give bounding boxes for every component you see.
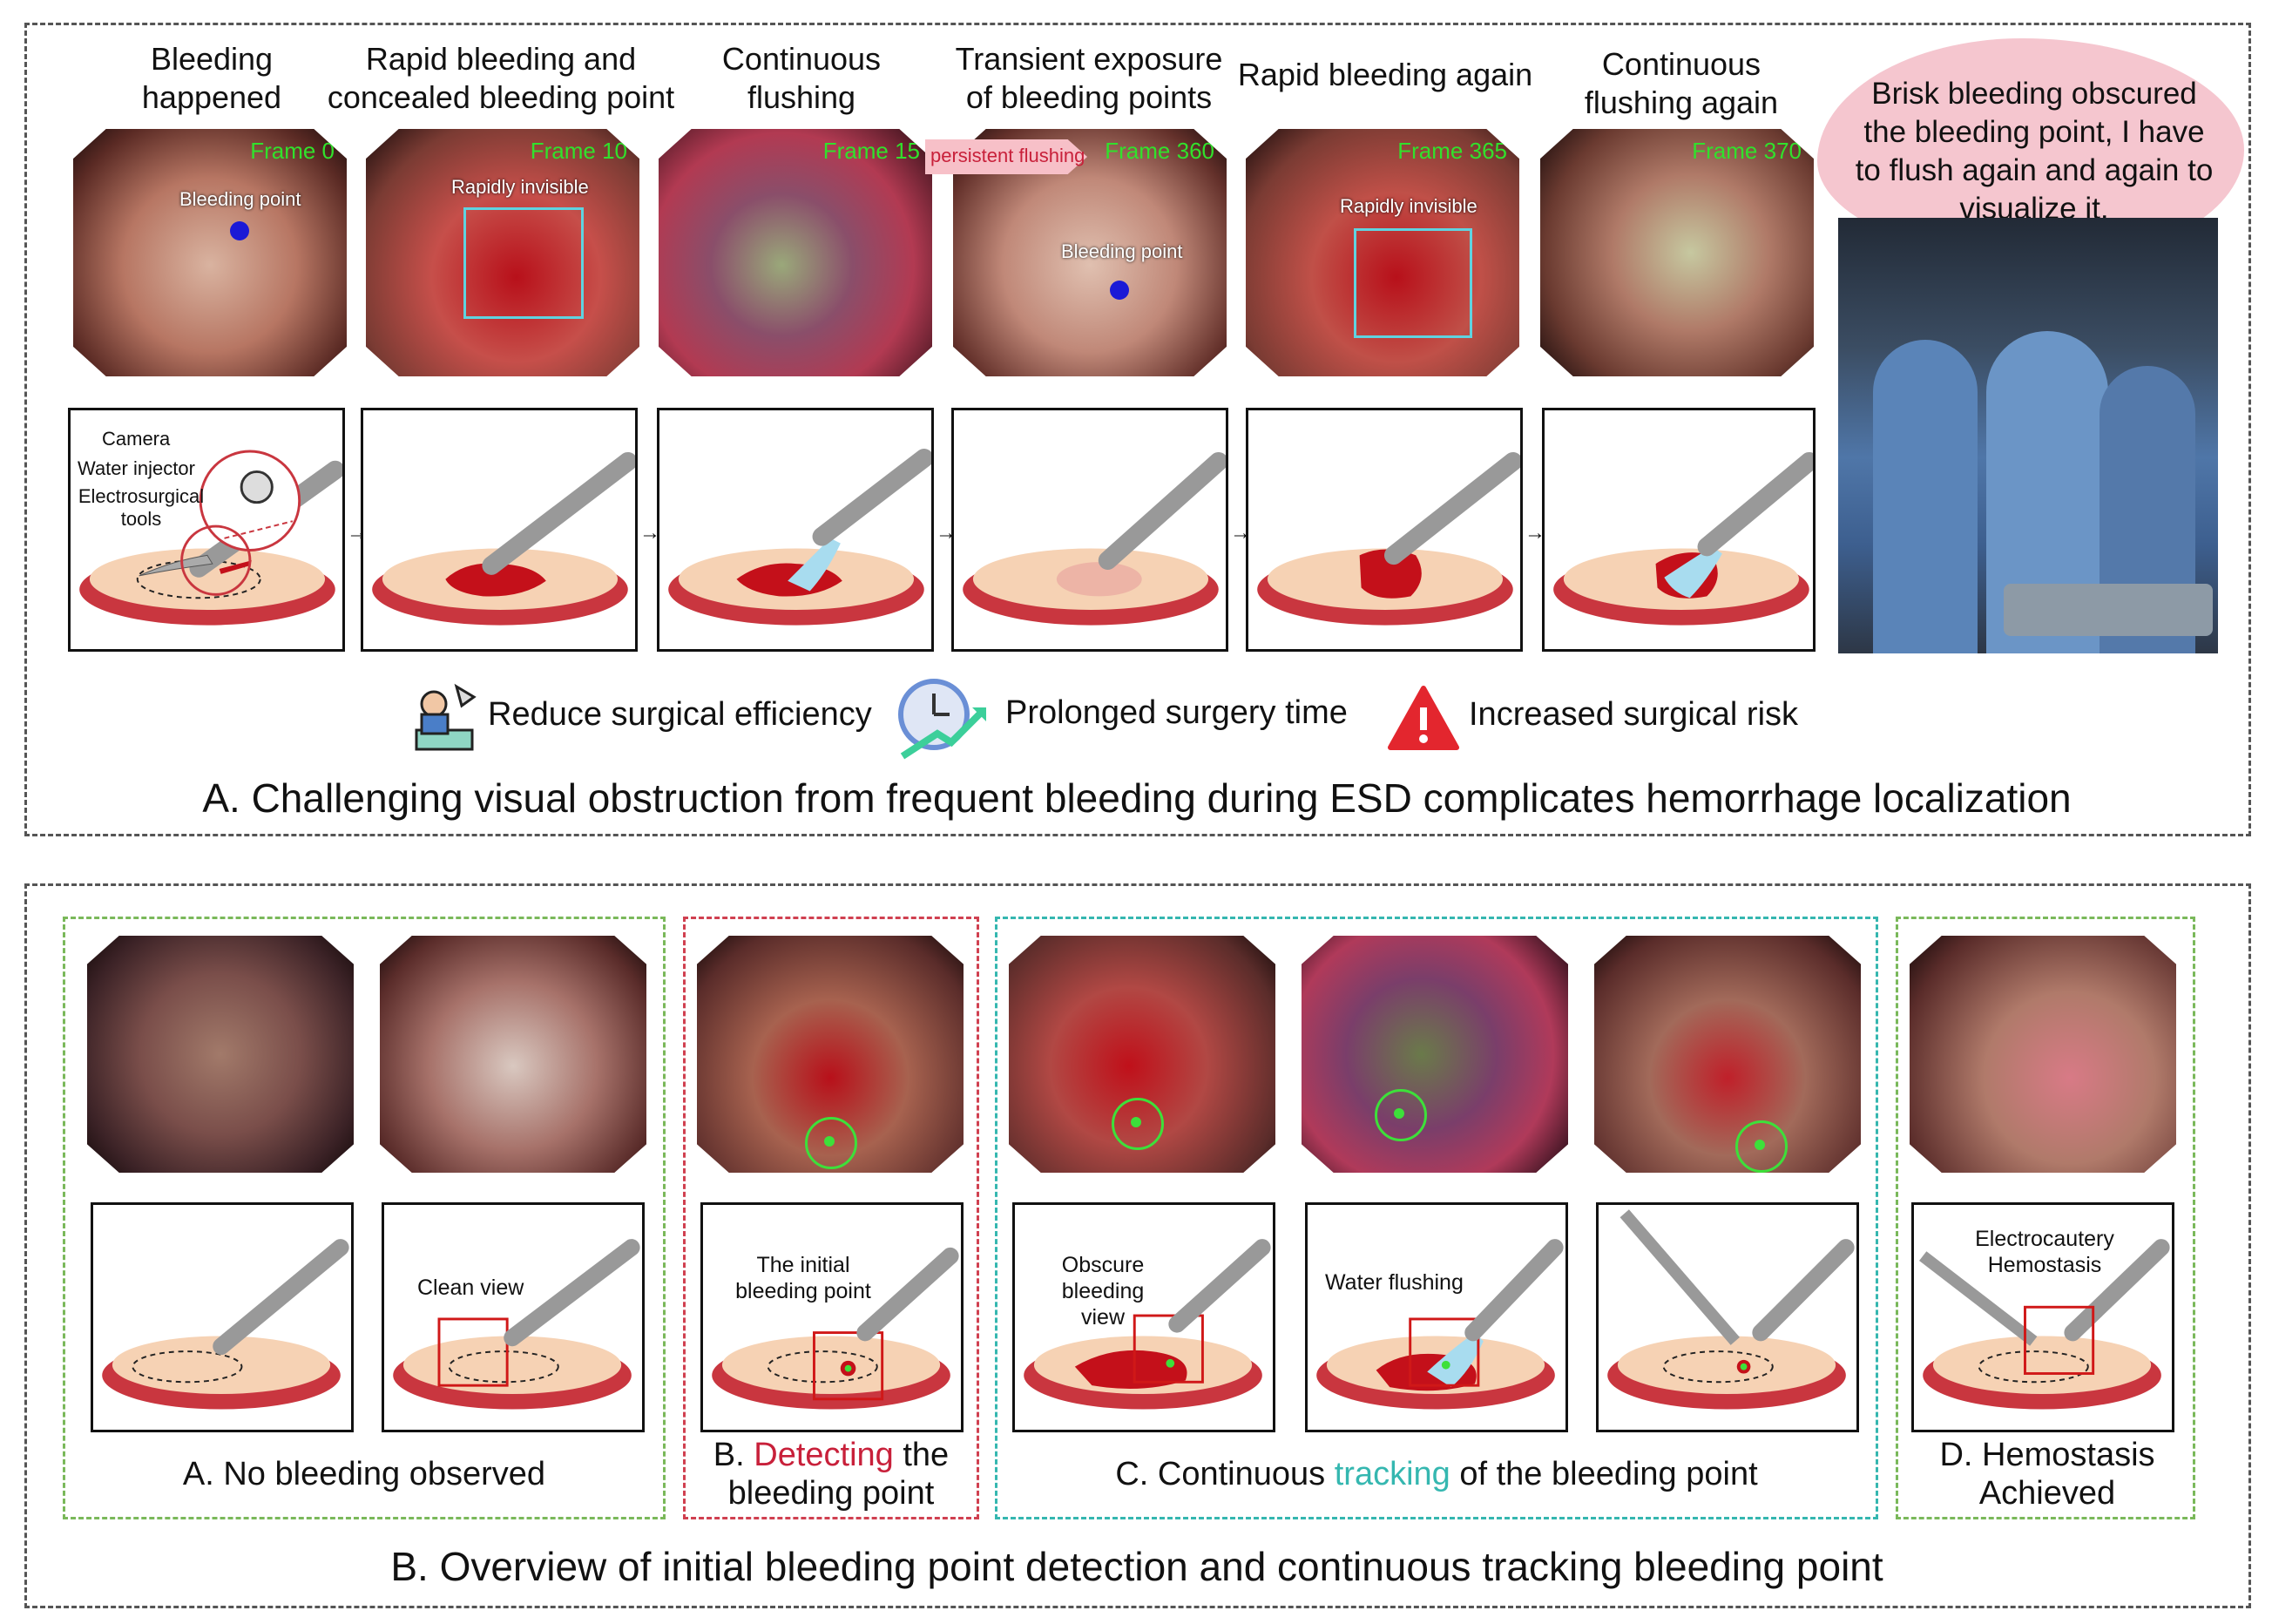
legend-risk: Increased surgical risk (1469, 696, 1799, 733)
invisible-label: Rapidly invisible (451, 176, 589, 198)
schematic-b3: The initial bleeding point (700, 1202, 964, 1432)
schematic-a2 (361, 408, 638, 652)
endoscopic-frame-0: Frame 0 Bleeding point (73, 129, 347, 376)
schematic-a4 (951, 408, 1228, 652)
flushing-arrow (925, 139, 1087, 174)
clock-trend-icon (896, 673, 991, 763)
header-1: Bleeding happened (141, 41, 282, 115)
concealed-region-box (1354, 228, 1472, 338)
endoscopic-frame-10: Frame 10 Rapidly invisible (366, 129, 639, 376)
endoscopic-b6 (1594, 936, 1861, 1173)
flushing-arrow-label: persistent flushing (930, 145, 1085, 166)
endoscopic-b1 (87, 936, 354, 1173)
water-injector-label: Water injector (78, 457, 195, 479)
bleeding-point-marker (230, 221, 249, 240)
schematic-b5: Water flushing (1305, 1202, 1568, 1432)
endoscopic-b5 (1302, 936, 1568, 1173)
schematic-b6 (1596, 1202, 1859, 1432)
bleeding-point-label: Bleeding point (1061, 240, 1183, 262)
schematic-a6 (1542, 408, 1816, 652)
warning-icon (1387, 685, 1460, 751)
endoscopic-frame-370: Frame 370 (1540, 129, 1814, 376)
obscure-view-label: Obscure bleeding view (1061, 1253, 1145, 1330)
legend-time: Prolonged surgery time (1005, 694, 1348, 731)
schematic-b2: Clean view (382, 1202, 645, 1432)
subpanel-hemostasis (1896, 917, 2195, 1519)
panel-a (24, 23, 2251, 836)
clean-view-label: Clean view (417, 1276, 524, 1300)
legend-efficiency: Reduce surgical efficiency (488, 696, 872, 733)
schematic-a5 (1246, 408, 1523, 652)
surgeon-fatigue-icon (408, 680, 481, 753)
schematic-a3 (657, 408, 934, 652)
frame-label: Frame 360 (1105, 138, 1214, 164)
invisible-label: Rapidly invisible (1340, 195, 1477, 217)
instrument-tray (2004, 584, 2213, 636)
panel-b-caption: B. Overview of initial bleeding point de… (390, 1544, 1883, 1589)
concealed-region-box (463, 207, 584, 319)
subpanel-detecting (683, 917, 979, 1519)
frame-label: Frame 15 (822, 138, 920, 164)
header-6: Continuous flushing again (1584, 46, 1779, 120)
caption-detecting-prefix: B. (713, 1437, 754, 1473)
caption-hemostasis: D. Hemostasis Achieved (1939, 1437, 2155, 1512)
frame-label: Frame 370 (1692, 138, 1802, 164)
schematic-b1 (91, 1202, 354, 1432)
caption-detecting-suffix: the bleeding point (727, 1437, 950, 1512)
tracking-marker (1375, 1089, 1427, 1141)
camera-label: Camera (102, 428, 171, 450)
surgeon-figure (1873, 340, 1978, 653)
caption-tracking: C. Continuous tracking of the bleeding p… (995, 1455, 1878, 1493)
schematic-b7: Electrocautery Hemostasis (1911, 1202, 2174, 1432)
subpanel-tracking (995, 917, 1878, 1519)
endoscopic-b2 (380, 936, 646, 1173)
hemostasis-label: Electrocautery Hemostasis (1975, 1227, 2114, 1277)
bleeding-point-label: Bleeding point (179, 188, 301, 210)
electrosurgical-label: Electrosurgical tools (78, 485, 205, 530)
endoscopic-b4 (1009, 936, 1275, 1173)
tracking-marker (1112, 1098, 1164, 1150)
initial-point-label: The initial bleeding point (735, 1253, 871, 1303)
subpanel-no-bleeding (63, 917, 666, 1519)
caption-detecting-highlight: Detecting (754, 1437, 894, 1473)
panel-a-caption: A. Challenging visual obstruction from f… (202, 775, 2072, 821)
schematic-b4: Obscure bleeding view (1012, 1202, 1275, 1432)
caption-tracking-highlight: tracking (1334, 1456, 1450, 1492)
bleeding-point-marker (1110, 281, 1129, 300)
endoscopic-b7 (1910, 936, 2176, 1173)
thought-text: Brisk bleeding obscured the bleeding poi… (1855, 77, 2214, 226)
caption-tracking-prefix: C. Continuous (1115, 1456, 1335, 1492)
header-3: Continuous flushing (721, 41, 882, 115)
frame-label: Frame 0 (250, 138, 335, 164)
caption-detecting: B. Detecting the bleeding point (683, 1436, 979, 1512)
endoscopic-frame-360: Frame 360 Bleeding point (953, 129, 1227, 376)
header-5: Rapid bleeding again (1237, 57, 1533, 92)
tracking-marker (1735, 1120, 1788, 1173)
header-4: Transient exposure of bleeding points (955, 41, 1223, 115)
water-flushing-label: Water flushing (1325, 1270, 1464, 1295)
endoscopic-frame-365: Frame 365 Rapidly invisible (1246, 129, 1519, 376)
endoscopic-b3 (697, 936, 964, 1173)
detection-marker (805, 1117, 857, 1169)
panel-b (24, 883, 2251, 1608)
caption-tracking-suffix: of the bleeding point (1450, 1456, 1758, 1492)
frame-label: Frame 365 (1397, 138, 1507, 164)
operating-room-photo (1838, 218, 2218, 653)
endoscopic-frame-15: Frame 15 (659, 129, 932, 376)
schematic-a1: Camera Water injector Electrosurgical to… (68, 408, 345, 652)
frame-label: Frame 10 (530, 138, 627, 164)
caption-no-bleeding: A. No bleeding observed (182, 1456, 546, 1492)
header-2: Rapid bleeding and concealed bleeding po… (327, 41, 675, 115)
